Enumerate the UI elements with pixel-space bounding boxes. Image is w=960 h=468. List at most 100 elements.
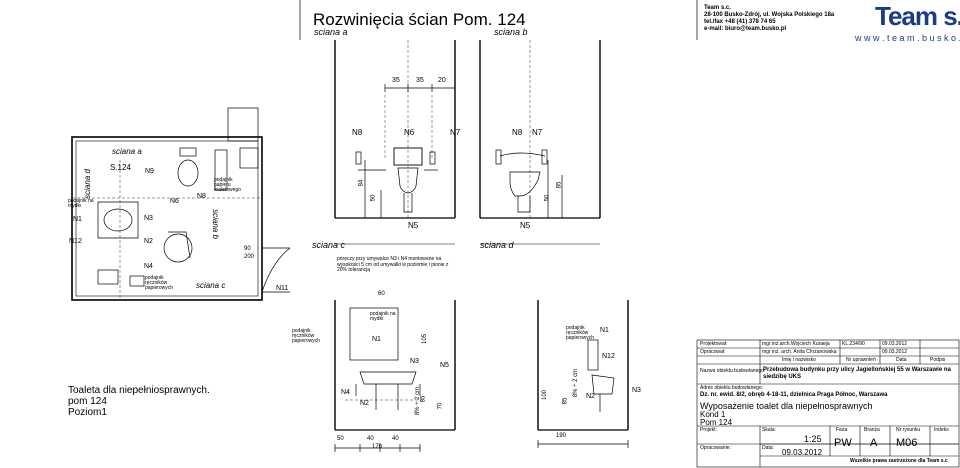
tb-designed-label: Projektował: [700,341,728,347]
dim-50a: 50 [370,194,377,202]
plan-n12: N12 [69,238,82,245]
wall-b-heading: sciana b [494,27,528,37]
plan-n9: N9 [145,168,154,175]
dim-85c: 85 [420,395,427,403]
tb-prepared-label: Opracowanie: [700,445,731,451]
plan-dim-90: 90 [244,246,251,252]
plan-n3: N3 [144,215,153,222]
plan-n11: N11 [276,285,289,292]
plan-wall-d: sciana d [82,169,92,199]
plan-n8: N8 [197,193,206,200]
grab-bar-note: poręczy przy umywalce N3 i N4 montowane … [337,256,449,273]
dim-50-bottom: 50 [337,436,344,442]
dim-190: 190 [556,433,567,439]
dim-84: 84 [358,179,365,187]
label-n7-b: N7 [532,128,543,137]
dim-slope-c: 8% ÷ 2 cm [415,386,422,416]
dim-50b: 50 [544,194,551,202]
dim-35b: 35 [416,77,424,84]
caption-line1: Toaleta dla niepełniosprawnych. [68,385,210,396]
label-n8-b: N8 [512,128,523,137]
dim-85: 85 [556,181,563,189]
tb-date: 09.03.2012 [782,448,823,457]
plan-n4: N4 [144,263,153,270]
tb-phase-label: Faza [836,427,848,433]
tb-index-label: Indeks [934,427,949,433]
elev-c-n3: N3 [410,358,419,365]
plan-wall-b: sciana b [210,209,220,239]
label-n5-b: N5 [520,221,531,230]
tb-col-name: Imię i nazwisko [782,357,816,363]
tb-designed-date: 09.03.2012 [882,341,908,347]
dim-20: 20 [438,77,446,84]
tb-drawing-title: Wyposażenie toalet dla niepełnosprawnych [700,401,873,411]
label-n8-a: N8 [352,128,363,137]
dim-40b: 40 [392,436,399,442]
elev-c-n4: N4 [341,389,350,396]
tb-designed-lic: KL.234/90 [842,341,865,347]
company-email: e-mail: biuro@team.busko.pl [704,26,787,32]
elev-c-n1: N1 [372,336,381,343]
tb-col-lic: Nr uprawnień [846,357,876,363]
company-website: w w w . t e a m . b u s k o . p l [855,33,960,43]
company-name: Team s.c. [704,5,731,11]
label-n6-a: N6 [404,128,415,137]
plan-dim-200: 200 [244,254,255,260]
elev-d-n2: N2 [586,393,595,400]
tb-col-sign: Podpis [930,357,946,363]
tb-scale: 1:25 [804,434,822,444]
plan-n1: N1 [73,216,82,223]
wall-d-heading: sciana d [480,240,514,250]
tb-floor: Kond 1 [700,410,726,419]
dim-170: 170 [372,444,383,450]
tb-address: Dz. nr. ewid. 8/2, obręb 4-18-11, dzieln… [700,392,888,398]
tb-designed-name: mgr inż.arch.Wojciech Kuraeja [762,341,830,347]
tb-phase: PW [834,437,852,449]
tb-drawing-no: M06 [896,437,918,449]
tb-drafted-label: Opracował: [700,349,726,355]
dim-slope-d: 8% ÷ 2 cm [573,368,580,398]
dim-60: 60 [378,291,385,297]
elev-d-n1: N1 [600,327,609,334]
plan-wall-c: sciana c [196,281,226,290]
tb-room: Pom 124 [700,418,733,427]
company-phone: tel./fax +48 (41) 378 74 65 [704,19,776,25]
elev-d-n12: N12 [602,353,615,360]
elev-c-towel: podajnik ręczników papierowych [292,328,321,344]
company-address: 28-100 Busko-Zdrój, ul. Wojska Polskiego… [704,12,835,18]
caption-line2: pom 124 [68,396,107,407]
dim-85d: 85 [562,397,569,405]
plan-soap-dispenser: podajnik na mydło [68,198,94,209]
tb-scale-label: Skala: [762,427,776,433]
tb-object-label: Nazwa obiektu budowlanego: [700,368,766,374]
plan-n6: N6 [170,198,179,205]
plan-paper-dispenser: podajnik papieru toaletowego [214,177,241,193]
plan-n2: N2 [144,238,153,245]
elev-c-n5: N5 [440,362,449,369]
company-logo: Team s.c. [875,1,960,31]
tb-drafted-name: mgr inż. arch. Anita Chrzanowska [762,349,837,355]
tb-project-label: Projekt: [700,427,717,433]
wall-a-heading: sciana a [314,27,348,37]
tb-date-label: Data: [762,445,774,451]
dim-70: 70 [437,402,444,410]
dim-105: 105 [422,333,429,345]
tb-object-name: Przebudowa budynku przy ulicy Jagiellońs… [763,367,951,381]
elev-d-towel: podajnik ręczników papierowych [566,325,595,341]
label-n5-a: N5 [408,221,419,230]
tb-copyright: Wszelkie prawa zastrzeżone dla Team s.c [850,458,948,464]
tb-address-label: Adres obiektu budowlanego: [700,385,764,391]
tb-drafted-date: 09.03.2012 [882,349,908,355]
tb-branch: A [870,437,878,449]
tb-branch-label: Branża [864,427,880,433]
elev-c-n2: N2 [360,400,369,407]
label-n7-a: N7 [450,128,461,137]
plan-room-code: S.124 [110,163,131,172]
plan-towel-dispenser: podajnik ręczników papierowych [145,275,174,291]
page-title: Rozwinięcia ścian Pom. 124 [313,10,526,29]
plan-wall-a: sciana a [112,147,142,156]
tb-drawing-no-label: Nr rysunku [896,427,921,433]
dim-35a: 35 [392,77,400,84]
elev-d-n3: N3 [632,387,641,394]
